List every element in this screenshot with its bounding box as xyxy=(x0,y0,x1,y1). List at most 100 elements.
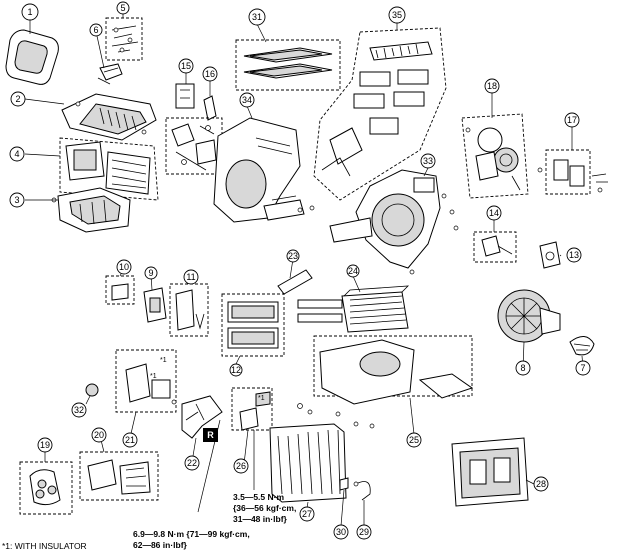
part-31-filter-group xyxy=(235,39,341,91)
insulator-marker-26: *1 xyxy=(258,395,265,402)
svg-text:26: 26 xyxy=(236,461,246,471)
svg-text:3.5—5.5 N·m: 3.5—5.5 N·m xyxy=(233,492,284,502)
callout-22: 22 xyxy=(184,455,200,471)
callout-32: 32 xyxy=(71,402,87,418)
part-28-cover xyxy=(451,437,529,507)
svg-text:10: 10 xyxy=(119,262,129,272)
svg-text:19: 19 xyxy=(40,440,50,450)
callout-6: 6 xyxy=(89,23,103,37)
callout-25: 25 xyxy=(406,432,422,448)
svg-text:62—86 in·lbf}: 62—86 in·lbf} xyxy=(133,540,188,550)
callout-34: 34 xyxy=(239,92,255,108)
part-35-vent-group xyxy=(313,27,447,201)
svg-text:2: 2 xyxy=(15,94,20,104)
callout-30: 30 xyxy=(333,524,349,540)
svg-text:22: 22 xyxy=(187,458,197,468)
svg-text:35: 35 xyxy=(392,10,402,20)
svg-text:32: 32 xyxy=(74,405,84,415)
callout-31: 31 xyxy=(248,8,266,26)
callout-18: 18 xyxy=(484,78,500,94)
part-13-actuator xyxy=(539,241,561,269)
svg-text:33: 33 xyxy=(423,156,433,166)
callout-20: 20 xyxy=(91,427,107,443)
part-22-expansion-valve xyxy=(171,395,223,439)
callout-5: 5 xyxy=(116,1,130,15)
part-7-resistor xyxy=(569,336,595,356)
svg-text:6.9—9.8 N·m {71—99 kgf·cm,: 6.9—9.8 N·m {71—99 kgf·cm, xyxy=(133,529,250,539)
svg-text:14: 14 xyxy=(489,208,499,218)
callout-10: 10 xyxy=(116,259,132,275)
part-4-grille-group xyxy=(59,137,159,201)
part-30-sensor xyxy=(339,477,349,491)
part-14-link-group xyxy=(473,231,517,263)
callout-8: 8 xyxy=(515,360,531,376)
part-17-actuator-group xyxy=(537,149,608,195)
svg-text:31—48 in·lbf}: 31—48 in·lbf} xyxy=(233,514,288,524)
callout-9: 9 xyxy=(144,266,158,280)
callout-7: 7 xyxy=(575,360,591,376)
callout-23: 23 xyxy=(286,249,300,263)
part-21-group xyxy=(115,349,177,413)
callout-28: 28 xyxy=(533,476,549,492)
svg-text:13: 13 xyxy=(569,250,579,260)
part-25-lower-case xyxy=(297,335,474,429)
svg-text:18: 18 xyxy=(487,81,497,91)
part-23-pipe xyxy=(277,269,313,295)
svg-text:16: 16 xyxy=(205,69,215,79)
tag-r: R xyxy=(203,428,218,442)
part-8-blower-motor xyxy=(497,289,561,343)
svg-text:5: 5 xyxy=(120,3,125,13)
svg-text:6: 6 xyxy=(93,25,98,35)
part-3-lower-duct xyxy=(51,187,131,233)
callout-16: 16 xyxy=(202,66,218,82)
svg-text:31: 31 xyxy=(252,12,262,22)
callout-12: 12 xyxy=(229,363,243,377)
callout-19: 19 xyxy=(37,437,53,453)
callout-26: 26 xyxy=(233,458,249,474)
insulator-marker-21-b: *1 xyxy=(150,373,157,380)
part-20-group xyxy=(79,451,159,501)
callout-21: 21 xyxy=(122,432,138,448)
part-12-filter-group xyxy=(221,293,285,357)
part-34-left-case xyxy=(213,117,305,223)
svg-text:17: 17 xyxy=(567,115,577,125)
svg-text:8: 8 xyxy=(520,363,525,373)
svg-text:1: 1 xyxy=(27,7,32,17)
torque-note-b: 6.9—9.8 N·m {71—99 kgf·cm, 62—86 in·lbf} xyxy=(133,529,250,550)
svg-text:11: 11 xyxy=(186,272,195,282)
callout-1: 1 xyxy=(21,3,39,21)
callout-27: 27 xyxy=(299,506,315,522)
part-5-lever-group xyxy=(105,17,143,61)
part-27-evaporator xyxy=(269,423,347,503)
callout-4: 4 xyxy=(9,146,25,162)
svg-text:4: 4 xyxy=(14,149,19,159)
part-11-group xyxy=(169,283,209,337)
svg-text:3: 3 xyxy=(14,195,19,205)
callout-3: 3 xyxy=(9,192,25,208)
callout-13: 13 xyxy=(566,247,582,263)
callout-35: 35 xyxy=(388,6,406,24)
part-19-group xyxy=(19,461,73,515)
part-10-group xyxy=(105,275,135,305)
svg-text:R: R xyxy=(207,430,214,440)
part-1-seal-frame xyxy=(5,29,59,85)
svg-text:23: 23 xyxy=(288,251,298,261)
part-32-grommet xyxy=(85,383,99,397)
part-16-link xyxy=(203,95,217,121)
part-24-heater-core xyxy=(297,285,410,333)
svg-text:9: 9 xyxy=(148,268,153,278)
insulator-marker-21: *1 xyxy=(160,357,167,364)
part-15-actuator xyxy=(175,83,195,109)
callout-24: 24 xyxy=(346,264,360,278)
callout-33: 33 xyxy=(420,153,436,169)
part-9-bracket xyxy=(143,287,167,323)
svg-text:25: 25 xyxy=(409,435,419,445)
svg-text:15: 15 xyxy=(181,61,191,71)
callout-29: 29 xyxy=(356,524,372,540)
svg-text:21: 21 xyxy=(125,435,135,445)
part-18-actuator-group xyxy=(461,113,529,199)
torque-note-a: 3.5—5.5 N·m {36—56 kgf·cm, 31—48 in·lbf} xyxy=(233,492,296,524)
svg-text:12: 12 xyxy=(231,365,241,375)
part-2-upper-duct xyxy=(61,93,157,141)
svg-text:29: 29 xyxy=(359,527,369,537)
